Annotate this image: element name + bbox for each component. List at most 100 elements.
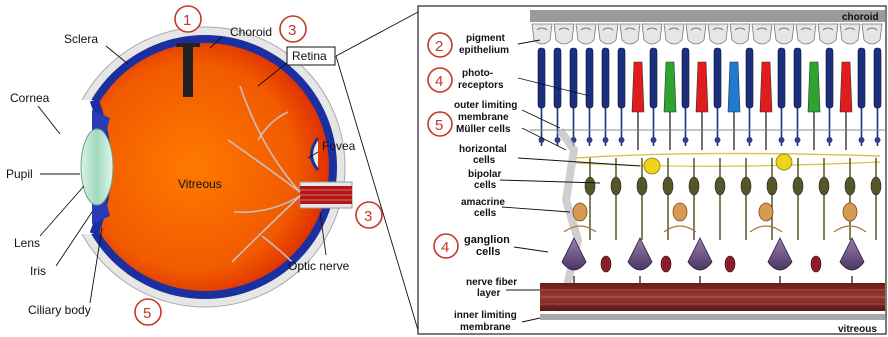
- marker-2-pigment: 2: [428, 33, 452, 57]
- label-olm-1: outer limiting: [454, 100, 517, 111]
- rod-cell: [826, 48, 833, 108]
- label-olm-2: membrane: [458, 112, 509, 123]
- rod-cell: [746, 48, 753, 108]
- label-amacrine-1: amacrine: [461, 197, 505, 208]
- probe-bar: [183, 45, 193, 97]
- bipolar-cell: [585, 177, 595, 195]
- svg-text:5: 5: [143, 305, 151, 322]
- rod-nucleus: [683, 137, 689, 143]
- rod-cell: [794, 48, 801, 108]
- rod-nucleus: [651, 137, 657, 143]
- lens-shape: [81, 129, 113, 205]
- horizontal-cell: [644, 158, 660, 174]
- label-photo-1: photo-: [462, 68, 493, 79]
- rod-cell: [538, 48, 545, 108]
- rod-cell: [682, 48, 689, 108]
- pigment-cell: [730, 24, 750, 44]
- label-choroid: Choroid: [230, 25, 272, 39]
- small-ganglion-cell: [725, 256, 735, 272]
- bipolar-cell: [715, 177, 725, 195]
- rod-cell: [858, 48, 865, 108]
- bipolar-cell: [611, 177, 621, 195]
- bipolar-cell: [663, 177, 673, 195]
- bipolar-cell: [845, 177, 855, 195]
- label-optic-nerve: Optic nerve: [288, 259, 350, 273]
- rod-cell: [602, 48, 609, 108]
- rod-nucleus: [603, 137, 609, 143]
- pigment-cell: [598, 24, 618, 44]
- rod-nucleus: [875, 137, 881, 143]
- bipolar-cell: [741, 177, 751, 195]
- small-ganglion-cell: [811, 256, 821, 272]
- label-ilm-2: membrane: [460, 322, 511, 333]
- small-ganglion-cell: [661, 256, 671, 272]
- rod-cell: [778, 48, 785, 108]
- optic-nerve: [300, 182, 352, 208]
- cone-cell: [728, 62, 740, 112]
- cone-cell: [840, 62, 852, 112]
- rod-nucleus: [619, 137, 625, 143]
- pigment-cell: [708, 24, 728, 44]
- amacrine-cell: [673, 203, 687, 221]
- rod-cell: [570, 48, 577, 108]
- label-pigment-2: epithelium: [459, 45, 509, 56]
- label-choroid-top: choroid: [842, 12, 879, 23]
- rod-nucleus: [779, 137, 785, 143]
- pigment-cell: [554, 24, 574, 44]
- marker-4-ganglion: 4: [434, 234, 458, 258]
- pigment-cell: [620, 24, 640, 44]
- label-ciliary-body: Ciliary body: [28, 303, 91, 317]
- pigment-cell: [664, 24, 684, 44]
- amacrine-cell: [759, 203, 773, 221]
- svg-text:4: 4: [441, 239, 449, 256]
- label-iris: Iris: [30, 264, 46, 278]
- pigment-cell: [576, 24, 596, 44]
- rod-nucleus: [747, 137, 753, 143]
- cone-cell: [808, 62, 820, 112]
- rod-nucleus: [859, 137, 865, 143]
- svg-text:1: 1: [183, 12, 191, 29]
- marker-4-photoreceptors: 4: [428, 68, 452, 92]
- pigment-cell: [752, 24, 772, 44]
- marker-5-ciliary: 5: [135, 299, 161, 325]
- bipolar-cell: [871, 177, 881, 195]
- label-cornea: Cornea: [10, 91, 50, 105]
- label-horiz-2: cells: [473, 155, 496, 166]
- pigment-cell: [796, 24, 816, 44]
- marker-5-muller: 5: [428, 112, 452, 136]
- rod-nucleus: [827, 137, 833, 143]
- pigment-cell: [862, 24, 882, 44]
- label-vitreous-bottom: vitreous: [838, 324, 877, 335]
- small-ganglion-cell: [601, 256, 611, 272]
- inner-limiting-membrane: [540, 314, 885, 320]
- label-bipolar-2: cells: [474, 180, 497, 191]
- label-retina: Retina: [292, 49, 327, 63]
- pigment-cell: [642, 24, 662, 44]
- marker-1: 1: [175, 6, 201, 32]
- rod-nucleus: [555, 137, 561, 143]
- marker-3-optic-nerve: 3: [356, 202, 382, 228]
- pigment-cell: [840, 24, 860, 44]
- label-fovea: Fovea: [322, 139, 356, 153]
- label-pupil: Pupil: [6, 167, 33, 181]
- marker-3-choroid: 3: [280, 16, 306, 42]
- label-sclera: Sclera: [64, 32, 98, 46]
- label-ganglion-2: cells: [476, 246, 500, 258]
- label-pigment-1: pigment: [466, 33, 506, 44]
- label-muller: Müller cells: [456, 124, 511, 135]
- cone-cell: [664, 62, 676, 112]
- rod-cell: [714, 48, 721, 108]
- svg-text:4: 4: [435, 73, 443, 90]
- label-bipolar-1: bipolar: [468, 169, 501, 180]
- rod-cell: [618, 48, 625, 108]
- label-amacrine-2: cells: [474, 208, 497, 219]
- label-lens: Lens: [14, 236, 40, 250]
- pigment-cell: [686, 24, 706, 44]
- svg-text:3: 3: [288, 22, 296, 39]
- rod-cell: [874, 48, 881, 108]
- pigment-cell: [774, 24, 794, 44]
- bipolar-cell: [767, 177, 777, 195]
- rod-cell: [586, 48, 593, 108]
- eye-cross-section: Sclera Choroid Retina Cornea Pupil Vitre…: [6, 6, 418, 330]
